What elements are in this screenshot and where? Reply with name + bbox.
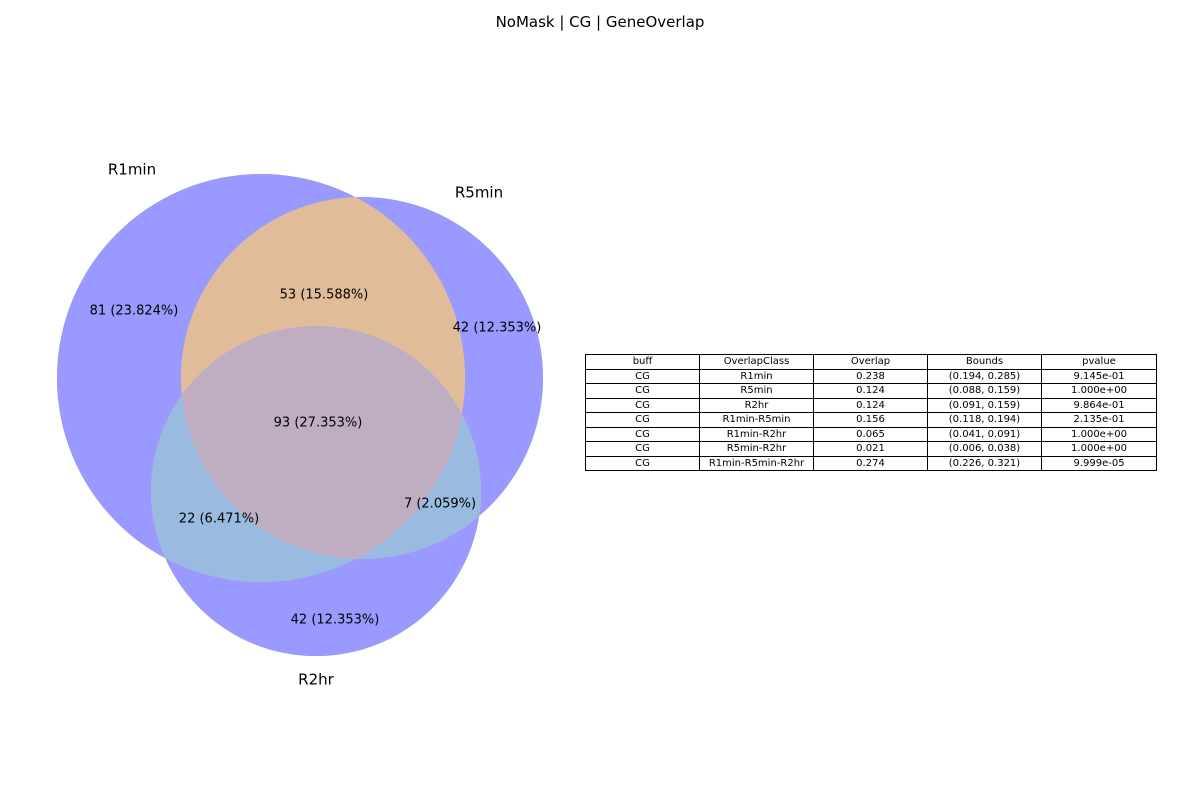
table-cell: R1min-R5min-R2hr — [699, 455, 814, 471]
table-cell: R1min-R2hr — [699, 426, 814, 442]
table-cell: R5min-R2hr — [699, 441, 814, 457]
table-cell: 0.274 — [813, 455, 928, 471]
table-cell: 0.124 — [813, 397, 928, 413]
table-cell: 1.000e+00 — [1041, 441, 1157, 457]
table-cell: (0.041, 0.091) — [927, 426, 1042, 442]
table-cell: (0.118, 0.194) — [927, 412, 1042, 428]
table-cell: CG — [585, 383, 700, 399]
venn-region-label-r1-r5-r2: 93 (27.353%) — [274, 416, 363, 431]
venn-region-label-r1-r5: 53 (15.588%) — [280, 288, 369, 303]
table-cell: 9.999e-05 — [1041, 455, 1157, 471]
table-header-cell: Bounds — [927, 354, 1042, 370]
table-cell: (0.194, 0.285) — [927, 368, 1042, 384]
table-cell: R1min — [699, 368, 814, 384]
venn-regions — [57, 174, 543, 657]
venn-region-label-r1-r2: 22 (6.471%) — [179, 512, 259, 527]
table-header-cell: buff — [585, 354, 700, 370]
venn-region-r5-r2 — [151, 326, 481, 582]
table-cell: CG — [585, 368, 700, 384]
table-cell: 0.124 — [813, 383, 928, 399]
table-header-cell: Overlap — [813, 354, 928, 370]
venn-region-label-r1-only: 81 (23.824%) — [90, 304, 179, 319]
venn-region-r1-r5 — [181, 197, 481, 559]
figure-title: NoMask | CG | GeneOverlap — [495, 13, 705, 31]
table-cell: CG — [585, 426, 700, 442]
table-cell: (0.088, 0.159) — [927, 383, 1042, 399]
table-cell: 1.000e+00 — [1041, 426, 1157, 442]
table-cell: (0.091, 0.159) — [927, 397, 1042, 413]
table-cell: R2hr — [699, 397, 814, 413]
table-header-cell: pvalue — [1041, 354, 1157, 370]
venn-region-label-r5-only: 42 (12.353%) — [453, 321, 542, 336]
table-cell: CG — [585, 412, 700, 428]
table-cell: 0.021 — [813, 441, 928, 457]
table-cell: (0.006, 0.038) — [927, 441, 1042, 457]
venn-set-label-r5min: R5min — [455, 184, 503, 202]
table-cell: 0.065 — [813, 426, 928, 442]
table-cell: 2.135e-01 — [1041, 412, 1157, 428]
table-cell: CG — [585, 455, 700, 471]
table-cell: (0.226, 0.321) — [927, 455, 1042, 471]
venn-region-r1-r5-r2 — [181, 326, 465, 559]
venn-region-label-r2-only: 42 (12.353%) — [291, 613, 380, 628]
table-cell: 0.238 — [813, 368, 928, 384]
table-cell: CG — [585, 441, 700, 457]
venn-set-label-r2hr: R2hr — [298, 671, 334, 689]
venn-labels: 81 (23.824%) 42 (12.353%) 42 (12.353%) 53 (… — [90, 161, 542, 689]
venn-set-label-r1min: R1min — [108, 161, 156, 179]
table-cell: 9.145e-01 — [1041, 368, 1157, 384]
table-cell: 0.156 — [813, 412, 928, 428]
table-cell: CG — [585, 397, 700, 413]
table-cell: 1.000e+00 — [1041, 383, 1157, 399]
venn-region-label-r5-r2: 7 (2.059%) — [404, 497, 476, 512]
table-cell: R1min-R5min — [699, 412, 814, 428]
table-header-cell: OverlapClass — [699, 354, 814, 370]
table-cell: R5min — [699, 383, 814, 399]
table-cell: 9.864e-01 — [1041, 397, 1157, 413]
